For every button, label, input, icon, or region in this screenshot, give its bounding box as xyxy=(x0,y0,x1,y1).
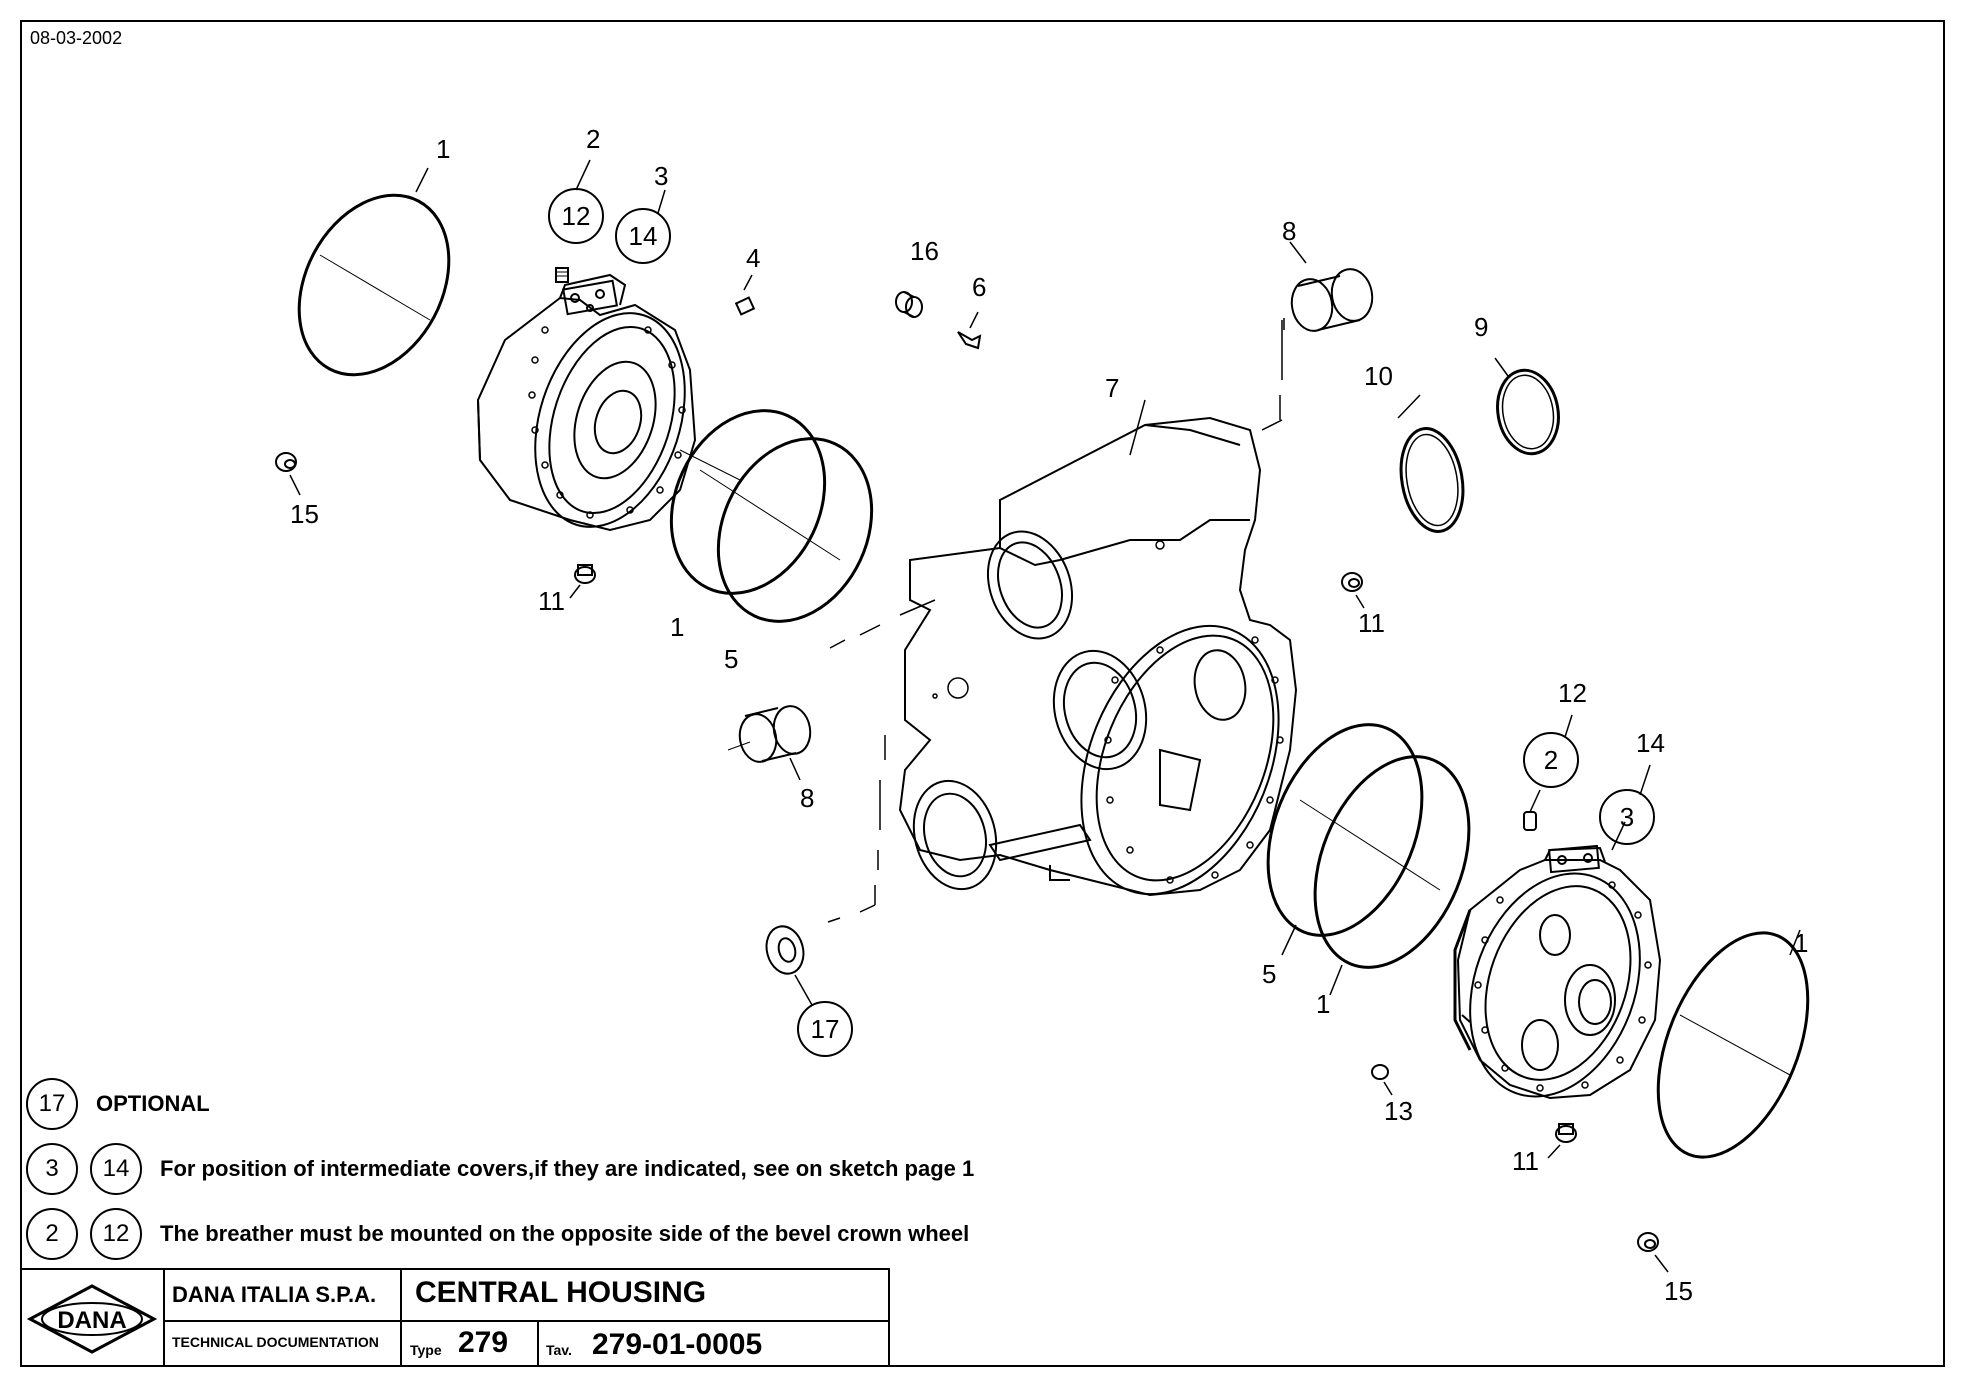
plug-15-left xyxy=(275,452,301,496)
logo-text: DANA xyxy=(57,1307,126,1334)
callout-8-top: 8 xyxy=(1282,216,1296,246)
company-name: DANA ITALIA S.P.A. xyxy=(172,1282,377,1307)
drawing-title: CENTRAL HOUSING xyxy=(415,1276,707,1309)
tav-label: Tav. xyxy=(546,1342,572,1358)
left-cover xyxy=(476,273,741,532)
note-optional: 17 OPTIONAL xyxy=(26,1078,210,1130)
callout-1-left: 1 xyxy=(436,134,450,164)
callout-3-left: 3 xyxy=(654,161,668,191)
ring-label-2: 2 xyxy=(1544,745,1558,775)
callout-labels: 1 2 3 4 16 6 7 8 9 10 15 11 1 5 8 11 12 … xyxy=(290,124,1808,1306)
callout-1-far-right: 1 xyxy=(1794,928,1808,958)
callout-6: 6 xyxy=(972,272,986,302)
title-block: DANA DANA ITALIA S.P.A. TECHNICAL DOCUME… xyxy=(20,1268,890,1367)
bushing-16 xyxy=(895,291,923,318)
note-text: For position of intermediate covers,if t… xyxy=(160,1156,975,1181)
callout-1-center: 1 xyxy=(670,612,684,642)
callout-13: 13 xyxy=(1384,1096,1413,1126)
plug-13 xyxy=(1371,1064,1393,1096)
callout-2-left: 2 xyxy=(586,124,600,154)
o-rings-center xyxy=(669,409,874,623)
type-value: 279 xyxy=(458,1326,509,1359)
callout-11-mid: 11 xyxy=(1358,608,1385,638)
ring-label-17: 17 xyxy=(811,1014,840,1044)
callout-10: 10 xyxy=(1364,361,1393,391)
drawing-date: 08-03-2002 xyxy=(30,28,123,48)
callout-4: 4 xyxy=(746,243,760,273)
note-circle: 2 xyxy=(26,1208,78,1260)
note-circle: 3 xyxy=(26,1143,78,1195)
breather-left xyxy=(555,267,569,283)
snap-ring-9 xyxy=(1494,357,1560,456)
callout-9: 9 xyxy=(1474,312,1488,342)
callout-7: 7 xyxy=(1105,373,1119,403)
ring-label-12: 12 xyxy=(562,201,591,231)
plug-11-left xyxy=(569,564,596,599)
ring-callouts xyxy=(548,159,1655,1057)
ring-label-3: 3 xyxy=(1620,802,1634,832)
washer-17 xyxy=(765,925,813,1006)
callout-5-right: 5 xyxy=(1262,959,1276,989)
callout-14-right: 14 xyxy=(1636,728,1665,758)
callout-16: 16 xyxy=(910,236,939,266)
callout-11-left: 11 xyxy=(538,586,565,616)
note-circle: 17 xyxy=(26,1078,78,1130)
ring-label-14: 14 xyxy=(629,221,658,251)
note-text: The breather must be mounted on the oppo… xyxy=(160,1221,970,1246)
right-cover xyxy=(1453,821,1662,1100)
fitting-6 xyxy=(957,311,982,350)
plug-11-right xyxy=(1547,1123,1577,1159)
callout-8-lower: 8 xyxy=(800,783,814,813)
callout-15-left: 15 xyxy=(290,499,319,529)
tech-doc-label: TECHNICAL DOCUMENTATION xyxy=(172,1334,379,1350)
callout-1-right: 1 xyxy=(1316,989,1330,1019)
callout-12-right: 12 xyxy=(1558,678,1587,708)
grub-screw-4 xyxy=(734,274,756,316)
central-housing xyxy=(827,399,1298,923)
callout-11-right: 11 xyxy=(1512,1146,1539,1176)
note-covers: 3 14 For position of intermediate covers… xyxy=(26,1143,974,1195)
callout-15-right: 15 xyxy=(1664,1276,1693,1306)
note-breather: 2 12 The breather must be mounted on the… xyxy=(26,1208,969,1260)
o-ring-left-outer xyxy=(297,167,451,377)
o-ring-right-outer xyxy=(1656,929,1810,1159)
dana-logo: DANA xyxy=(26,1284,158,1354)
ring-10 xyxy=(1397,394,1465,533)
plug-11-mid xyxy=(1341,572,1365,609)
note-circle: 12 xyxy=(90,1208,142,1260)
note-circle: 14 xyxy=(90,1143,142,1195)
note-text: OPTIONAL xyxy=(96,1091,210,1116)
bushing-8-lower xyxy=(727,705,812,781)
tav-value: 279-01-0005 xyxy=(592,1328,763,1361)
callout-5-center: 5 xyxy=(724,644,738,674)
type-label: Type xyxy=(410,1342,442,1358)
bushing-8-top xyxy=(1279,241,1374,420)
plug-15-right xyxy=(1637,1232,1669,1273)
drawing-frame xyxy=(20,20,1945,1367)
breather-right xyxy=(1523,789,1541,831)
o-rings-right xyxy=(1266,723,1471,996)
